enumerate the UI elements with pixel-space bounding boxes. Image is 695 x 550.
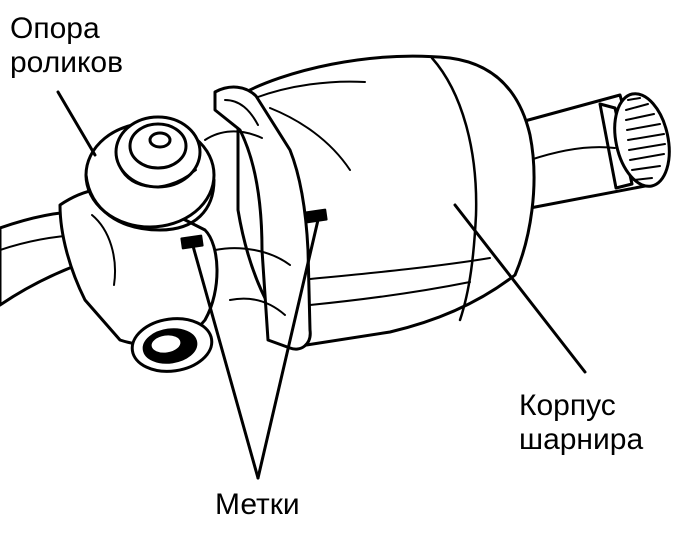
tripod-yoke [204, 85, 312, 351]
leader-roller-support [56, 90, 97, 157]
roller-support-label-line1: Опора [10, 12, 100, 45]
marks-label: Метки [215, 488, 300, 522]
roller-support [84, 115, 216, 232]
marks-label-text: Метки [215, 488, 300, 521]
roller-support-label-line2: роликов [10, 46, 124, 79]
alignment-mark-right [304, 208, 328, 224]
splined-shaft [508, 92, 671, 210]
leader-mark-right [256, 218, 320, 480]
leader-mark-left [191, 244, 260, 480]
joint-housing-label-line2: шарнира [519, 423, 644, 456]
leader-joint-housing [453, 203, 587, 374]
joint-housing-label: Корпус шарнира [519, 389, 643, 457]
joint-housing-label-line1: Корпус [519, 389, 616, 422]
joint-housing [236, 54, 536, 348]
lower-roller [130, 317, 214, 373]
roller-support-label: Опора роликов [10, 12, 123, 80]
